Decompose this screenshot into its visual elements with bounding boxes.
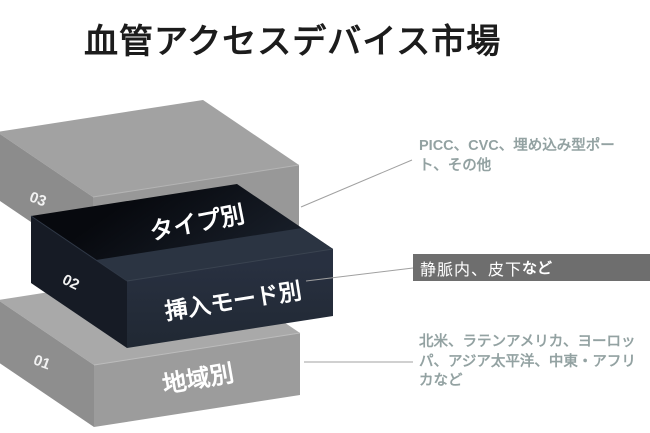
block-01-fold-highlight <box>93 332 301 366</box>
block-02-front-face <box>127 249 333 348</box>
connector-lines <box>300 159 414 363</box>
block-02-left-fold-highlight <box>30 215 128 282</box>
block-03-top-face <box>0 100 299 197</box>
block-02 <box>30 184 334 348</box>
page-title: 血管アクセスデバイス市場 <box>84 23 502 61</box>
block-02-left-face <box>31 216 127 348</box>
block-03-number: 03 <box>27 189 48 211</box>
connector-line-insertion <box>305 267 414 282</box>
block-01-number: 01 <box>31 352 52 374</box>
connector-line-type <box>300 159 413 208</box>
block-03-fold-highlight <box>92 164 300 198</box>
block-02-top-face-lit-strip <box>96 228 333 281</box>
annotation-insertion-text: 静脈内、皮下 <box>420 261 523 279</box>
block-02-number: 02 <box>60 271 82 294</box>
block-02-front-fold-highlight <box>126 248 334 282</box>
annotation-insertion-text-suffix: など <box>522 260 553 277</box>
annotation-region: 北米、ラテンアメリカ、ヨーロッパ、アジア太平洋、中東・アフリカなど <box>419 334 636 390</box>
annotation-insertion-bar: 静脈内、皮下など <box>413 254 650 281</box>
block-01-front-face <box>94 333 300 427</box>
annotation-type: PICC、CVC、埋め込み型ポート、その他 <box>419 138 615 174</box>
block-01-left-face <box>0 301 94 427</box>
